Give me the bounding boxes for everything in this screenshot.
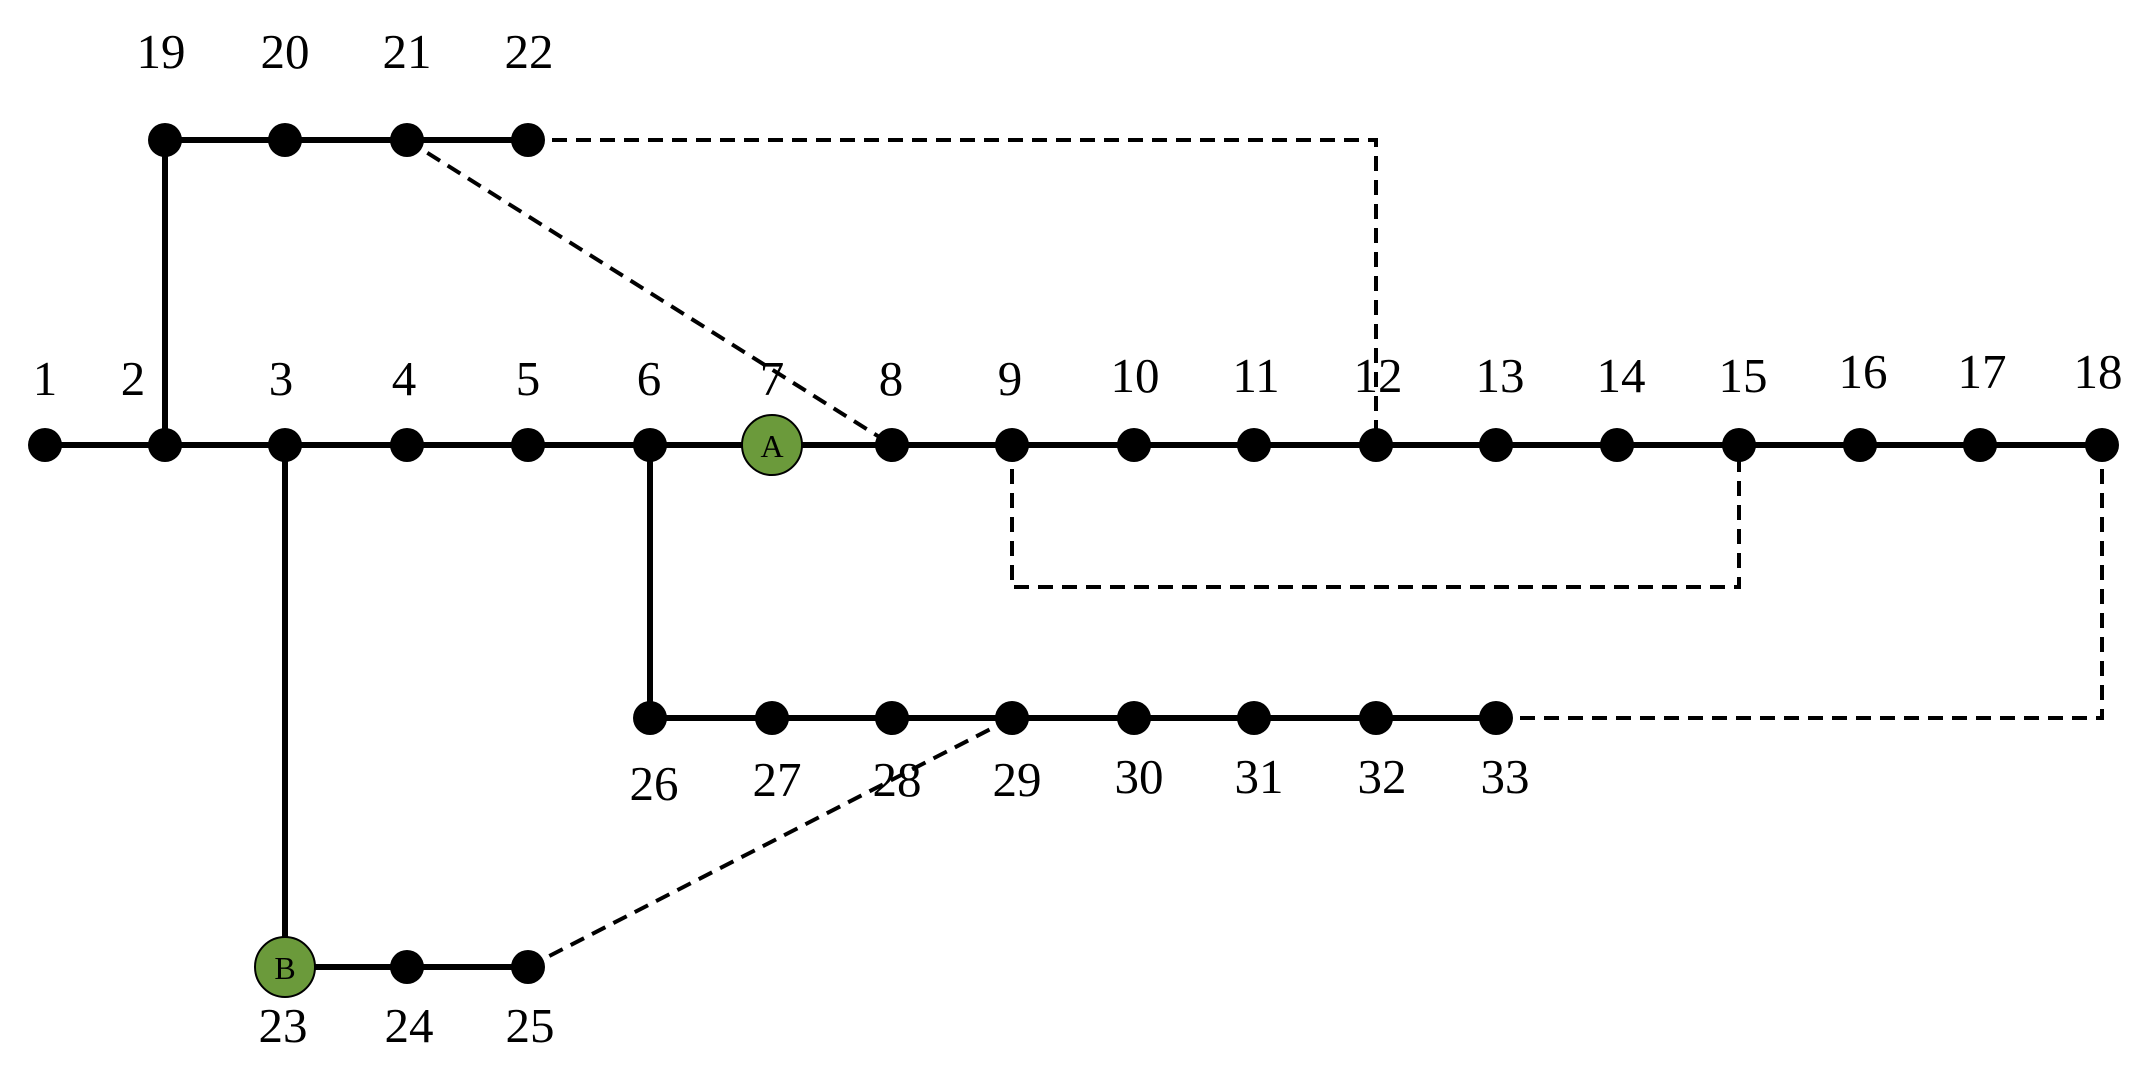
marker-label-a: A	[760, 428, 783, 464]
node-28	[875, 701, 909, 735]
node-33	[1479, 701, 1513, 735]
marker-label-b: B	[274, 950, 295, 986]
node-10	[1117, 428, 1151, 462]
node-label-29: 29	[993, 752, 1042, 807]
node-label-31: 31	[1235, 749, 1284, 804]
node-label-16: 16	[1839, 344, 1888, 399]
node-label-25: 25	[506, 998, 555, 1053]
node-25	[511, 950, 545, 984]
node-19	[148, 123, 182, 157]
node-label-23: 23	[259, 998, 308, 1053]
node-8	[875, 428, 909, 462]
node-32	[1359, 701, 1393, 735]
node-1	[28, 428, 62, 462]
node-label-10: 10	[1111, 348, 1160, 403]
node-2	[148, 428, 182, 462]
node-15	[1722, 428, 1756, 462]
node-label-32: 32	[1358, 749, 1407, 804]
node-3	[268, 428, 302, 462]
node-18	[2085, 428, 2119, 462]
node-label-28: 28	[873, 752, 922, 807]
node-label-19: 19	[137, 24, 186, 79]
node-label-4: 4	[392, 351, 417, 406]
node-16	[1843, 428, 1877, 462]
node-5	[511, 428, 545, 462]
node-label-13: 13	[1476, 348, 1525, 403]
node-24	[390, 950, 424, 984]
bus-nodes: AB	[28, 123, 2119, 998]
solid-branches	[45, 137, 2102, 970]
node-7-marker-a	[741, 414, 803, 476]
node-label-18: 18	[2074, 344, 2123, 399]
node-label-5: 5	[516, 351, 541, 406]
node-20	[268, 123, 302, 157]
node-label-30: 30	[1115, 749, 1164, 804]
tie-lines	[405, 138, 2104, 969]
node-22	[511, 123, 545, 157]
node-label-6: 6	[637, 351, 662, 406]
node-29	[995, 701, 1029, 735]
node-label-20: 20	[261, 24, 310, 79]
node-17	[1963, 428, 1997, 462]
node-label-1: 1	[33, 351, 58, 406]
node-label-8: 8	[879, 351, 904, 406]
node-31	[1237, 701, 1271, 735]
tie-line-18-33	[1496, 445, 2104, 720]
node-21	[390, 123, 424, 157]
node-label-26: 26	[630, 756, 679, 811]
node-label-33: 33	[1481, 749, 1530, 804]
node-label-14: 14	[1597, 348, 1646, 403]
node-label-11: 11	[1232, 348, 1279, 403]
node-label-17: 17	[1958, 344, 2007, 399]
node-13	[1479, 428, 1513, 462]
node-6	[633, 428, 667, 462]
node-label-21: 21	[383, 24, 432, 79]
node-26	[633, 701, 667, 735]
node-label-9: 9	[998, 351, 1023, 406]
tie-line-9-15	[1010, 445, 1741, 589]
node-label-3: 3	[269, 351, 294, 406]
node-label-24: 24	[385, 998, 434, 1053]
tie-line-22-12	[528, 138, 1378, 445]
node-11	[1237, 428, 1271, 462]
node-14	[1600, 428, 1634, 462]
node-label-15: 15	[1719, 348, 1768, 403]
node-12	[1359, 428, 1393, 462]
node-label-2: 2	[121, 351, 146, 406]
node-9	[995, 428, 1029, 462]
node-label-22: 22	[505, 24, 554, 79]
node-label-7: 7	[760, 351, 785, 406]
node-23-marker-b	[254, 936, 316, 998]
tie-line-25-29	[527, 716, 1013, 969]
node-27	[755, 701, 789, 735]
node-4	[390, 428, 424, 462]
node-30	[1117, 701, 1151, 735]
node-label-12: 12	[1354, 348, 1403, 403]
node-label-27: 27	[753, 752, 802, 807]
